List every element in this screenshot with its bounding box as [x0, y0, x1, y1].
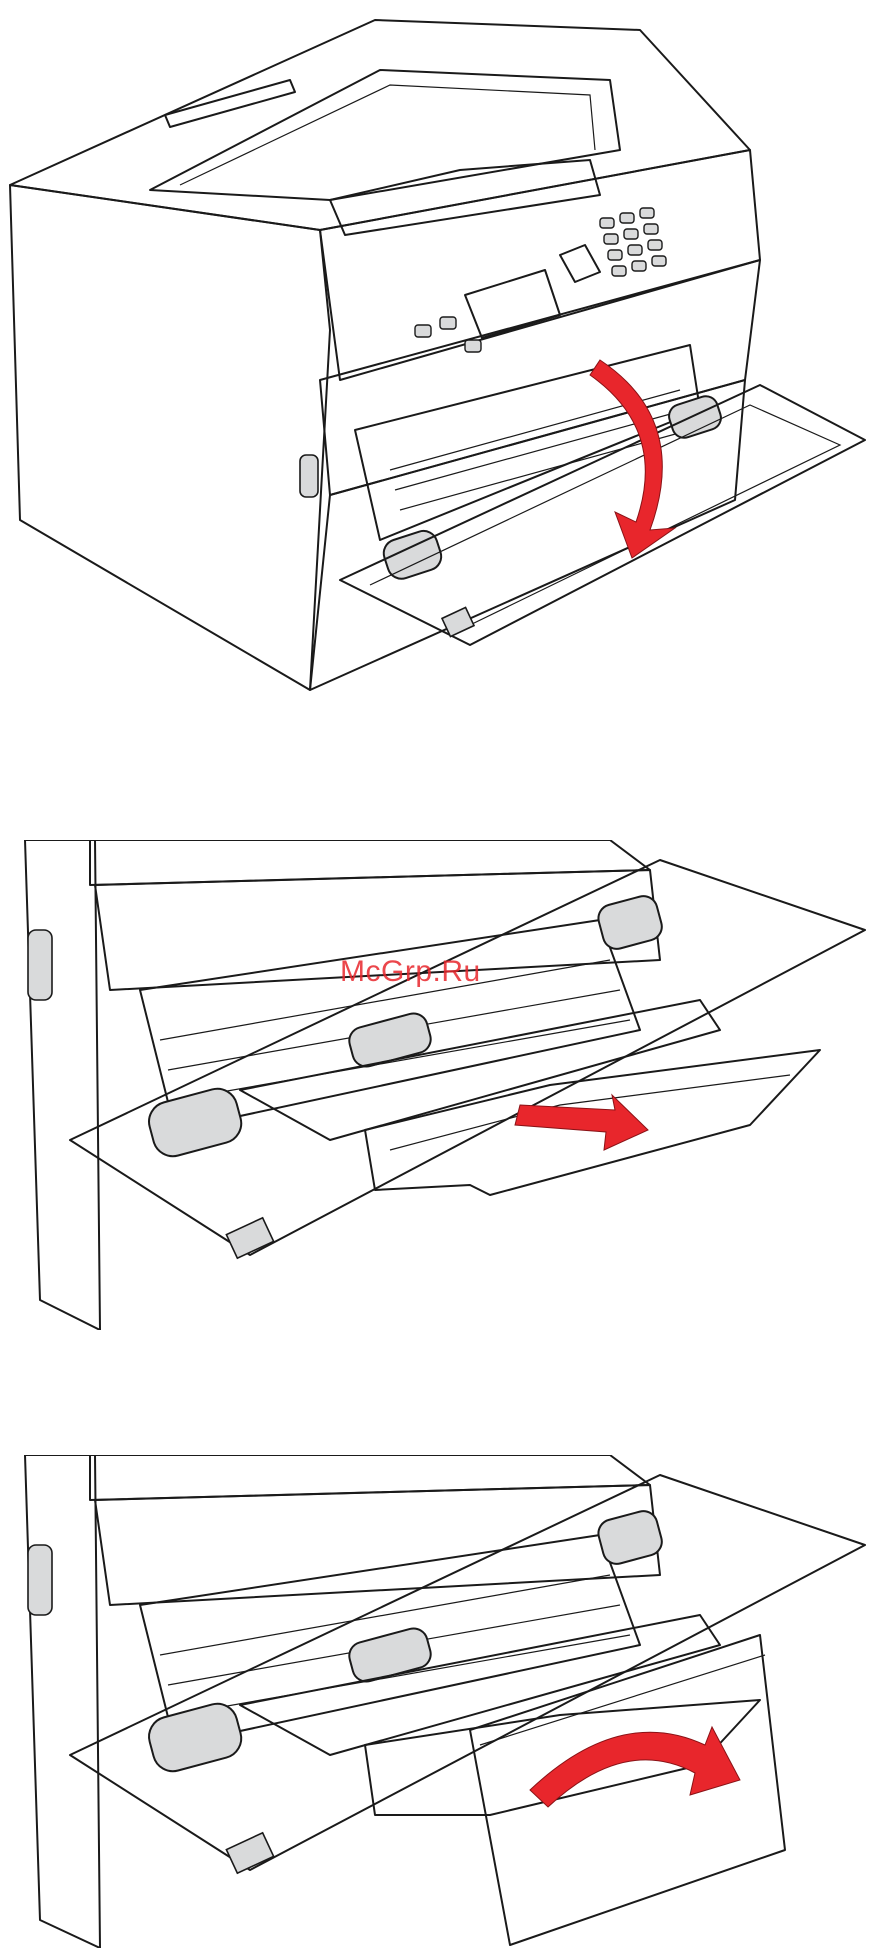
output-bin-stop: [330, 160, 600, 235]
step-2-illustration: [0, 840, 869, 1330]
printer-top-housing: [10, 20, 750, 230]
top-vent: [165, 80, 295, 127]
pick-roller-right: [595, 893, 665, 952]
mp-feeder-door: [70, 860, 865, 1255]
door-latch: [442, 607, 474, 636]
printer-side-partial: [25, 1455, 100, 1948]
printer-front-partial: [95, 1485, 660, 1605]
tray-base: [240, 1000, 720, 1140]
menu-buttons: [415, 317, 481, 352]
door-latch: [226, 1218, 273, 1258]
side-latch: [28, 930, 52, 1000]
extender-flap: [470, 1635, 785, 1945]
mp-feeder-door: [70, 1475, 865, 1870]
step-3-illustration: [0, 1455, 869, 1948]
pick-roller-left: [145, 1084, 246, 1160]
flip-extender-svg: [0, 1455, 869, 1948]
pull-extender-svg: [0, 840, 869, 1330]
watermark-text: McGrp.Ru: [340, 955, 481, 989]
navigation-pad: [560, 245, 600, 282]
pick-roller-left: [145, 1699, 246, 1775]
step-1-illustration: [0, 0, 869, 720]
side-latch: [300, 455, 318, 497]
pick-roller-right: [595, 1508, 665, 1567]
flip-extender-arrow: [530, 1727, 740, 1807]
control-panel-bezel: [320, 150, 760, 380]
printer-left-side: [10, 185, 330, 690]
pull-extender-arrow: [515, 1095, 648, 1150]
keypad: [600, 208, 666, 276]
mp-feeder-door: [340, 385, 865, 645]
printer-side-partial: [25, 840, 100, 1330]
door-latch: [226, 1833, 273, 1873]
printer-open-door-svg: [0, 0, 869, 720]
side-latch: [28, 1545, 52, 1615]
